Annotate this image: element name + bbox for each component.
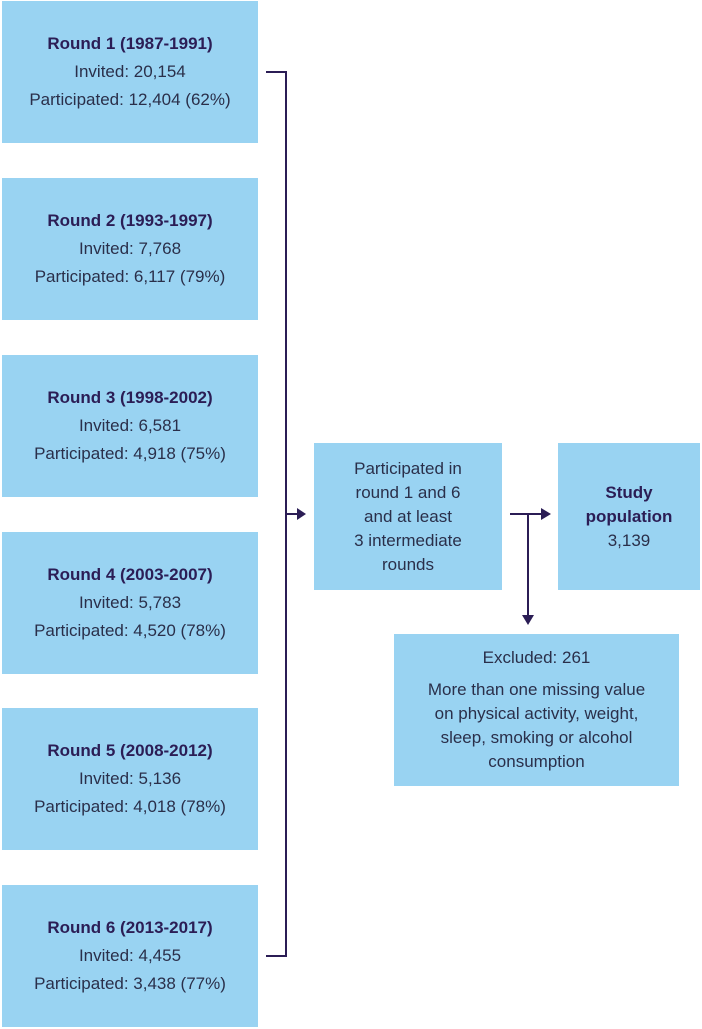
criteria-line: and at least bbox=[364, 506, 452, 526]
round-2-participated: Participated: 6,117 (79%) bbox=[34, 267, 226, 286]
round-1-box: Round 1 (1987-1991) Invited: 20,154 Part… bbox=[2, 1, 258, 143]
excluded-reason-line: on physical activity, weight, bbox=[434, 704, 639, 723]
round-3-title: Round 3 (1998-2002) bbox=[47, 388, 213, 407]
round-5-box: Round 5 (2008-2012) Invited: 5,136 Parti… bbox=[2, 708, 258, 850]
study-title-line: population bbox=[585, 506, 673, 526]
round-4-participated: Participated: 4,520 (78%) bbox=[34, 621, 226, 640]
round-1-title: Round 1 (1987-1991) bbox=[47, 34, 213, 53]
round-4-invited: Invited: 5,783 bbox=[78, 593, 182, 612]
excluded-box: Excluded: 261 More than one missing valu… bbox=[394, 634, 679, 786]
round-2-invited: Invited: 7,768 bbox=[78, 239, 182, 258]
round-2-title: Round 2 (1993-1997) bbox=[47, 211, 213, 230]
inclusion-criteria-box: Participated in round 1 and 6 and at lea… bbox=[314, 443, 502, 590]
round-1-invited: Invited: 20,154 bbox=[74, 62, 186, 81]
round-2-box: Round 2 (1993-1997) Invited: 7,768 Parti… bbox=[2, 178, 258, 320]
excluded-title: Excluded: 261 bbox=[482, 648, 591, 667]
criteria-line: round 1 and 6 bbox=[355, 482, 461, 502]
round-6-title: Round 6 (2013-2017) bbox=[47, 918, 213, 937]
round-5-participated: Participated: 4,018 (78%) bbox=[34, 797, 226, 816]
study-count: 3,139 bbox=[607, 530, 651, 550]
arrow-head-to-criteria bbox=[297, 508, 306, 520]
study-population-box: Study population 3,139 bbox=[558, 443, 700, 590]
arrow-head-to-excluded bbox=[522, 615, 534, 625]
round-5-invited: Invited: 5,136 bbox=[78, 769, 182, 788]
rounds-bracket-line bbox=[266, 71, 287, 957]
round-6-participated: Participated: 3,438 (77%) bbox=[34, 974, 226, 993]
round-3-box: Round 3 (1998-2002) Invited: 6,581 Parti… bbox=[2, 355, 258, 497]
round-1-participated: Participated: 12,404 (62%) bbox=[29, 90, 231, 109]
excluded-reason-line: sleep, smoking or alcohol bbox=[440, 728, 633, 747]
excluded-reason-line: More than one missing value bbox=[427, 680, 646, 699]
round-4-title: Round 4 (2003-2007) bbox=[47, 565, 213, 584]
criteria-line: Participated in bbox=[354, 458, 462, 478]
round-5-title: Round 5 (2008-2012) bbox=[47, 741, 213, 760]
criteria-line: rounds bbox=[382, 554, 434, 574]
criteria-line: 3 intermediate bbox=[354, 530, 462, 550]
round-4-box: Round 4 (2003-2007) Invited: 5,783 Parti… bbox=[2, 532, 258, 674]
round-3-participated: Participated: 4,918 (75%) bbox=[34, 444, 226, 463]
round-6-invited: Invited: 4,455 bbox=[78, 946, 182, 965]
excluded-reason-line: consumption bbox=[488, 752, 585, 771]
study-title-line: Study bbox=[605, 482, 653, 502]
round-3-invited: Invited: 6,581 bbox=[78, 416, 182, 435]
arrow-head-to-study bbox=[541, 508, 551, 520]
round-6-box: Round 6 (2013-2017) Invited: 4,455 Parti… bbox=[2, 885, 258, 1027]
